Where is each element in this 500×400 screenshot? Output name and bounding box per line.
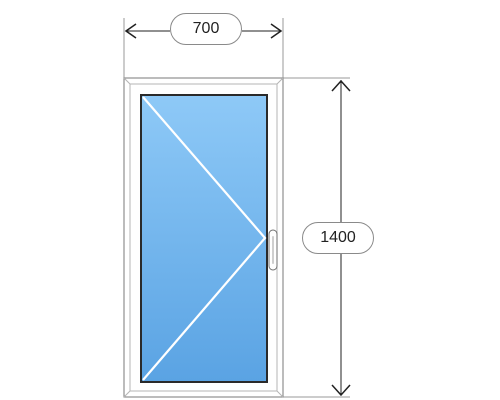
width-dimension-label: 700 (170, 13, 242, 45)
height-arrow-up-icon (331, 79, 351, 92)
glass-pane (140, 94, 268, 383)
width-arrow-left-icon (124, 23, 137, 39)
opening-direction-lines (142, 96, 267, 381)
height-arrow-down-icon (331, 384, 351, 397)
bevel-bl (123, 390, 131, 398)
height-dimension-label: 1400 (302, 222, 374, 254)
bevel-tr (276, 77, 284, 85)
bevel-br (276, 390, 284, 398)
window-handle-icon (268, 229, 278, 271)
width-arrow-right-icon (270, 23, 283, 39)
bevel-tl (123, 77, 131, 85)
